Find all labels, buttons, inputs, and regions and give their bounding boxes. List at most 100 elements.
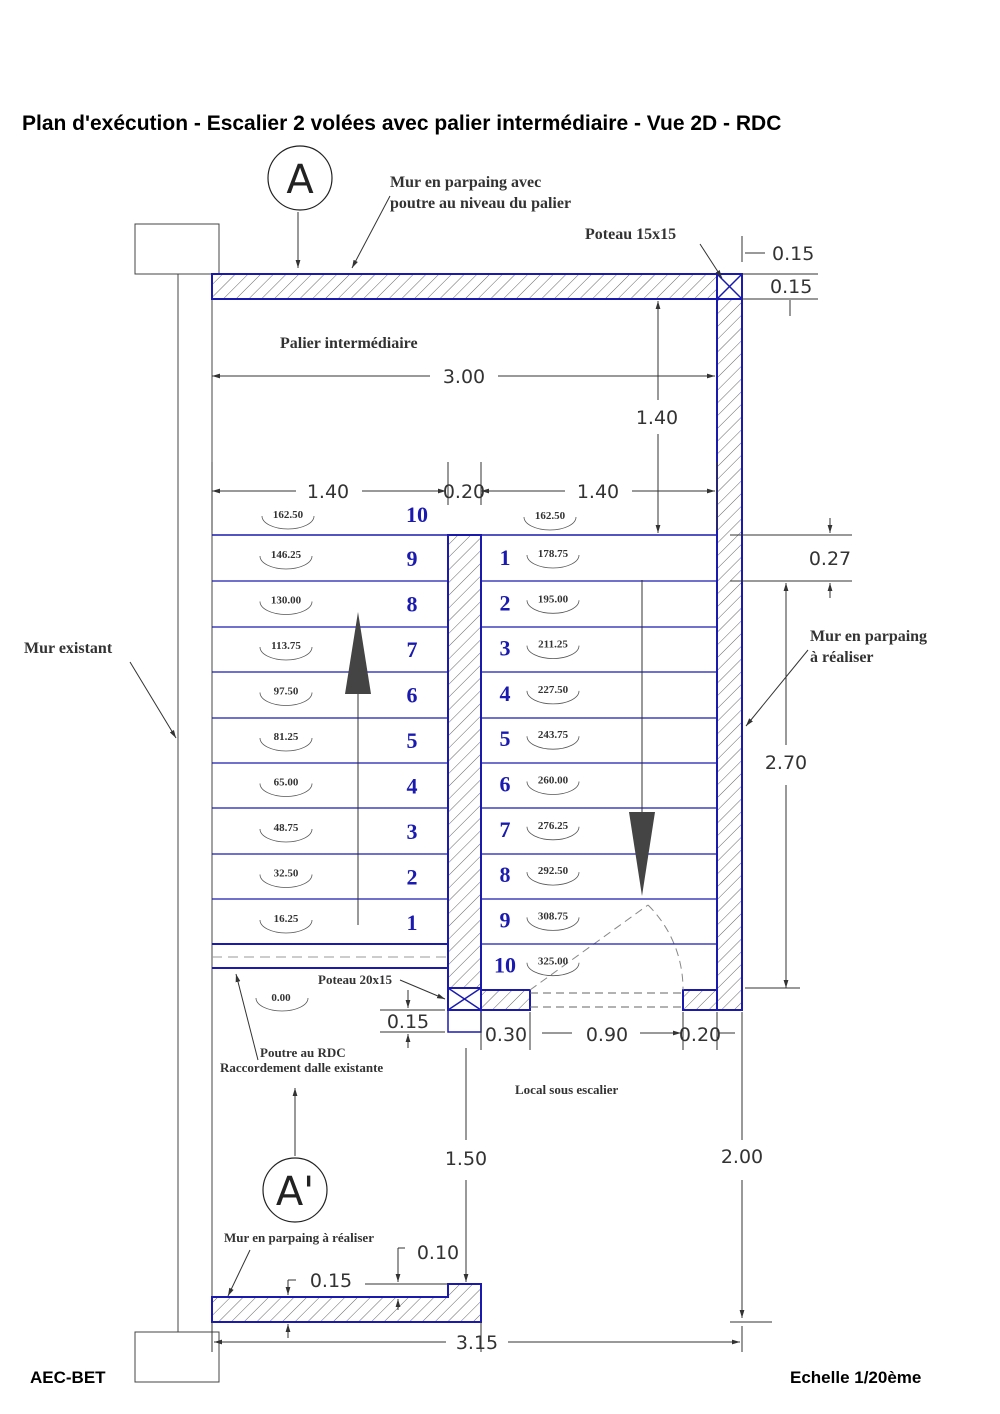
svg-text:162.50: 162.50 [273,509,304,521]
level-label: 16.25 [259,913,313,934]
note-post-mid: Poteau 20x15 [318,972,393,987]
svg-text:97.50: 97.50 [274,686,299,698]
level-label: 65.00 [259,777,313,797]
step-number: 8 [407,592,418,617]
svg-text:227.50: 227.50 [538,684,569,696]
svg-text:146.25: 146.25 [271,549,302,561]
level-label: 162.50 [523,510,577,531]
svg-text:2.70: 2.70 [765,752,807,774]
svg-text:48.75: 48.75 [274,822,299,834]
svg-text:325.00: 325.00 [538,956,569,968]
svg-text:A': A' [276,1169,314,1215]
step-number: 10 [406,502,428,527]
step-number: 4 [407,774,418,799]
svg-text:292.50: 292.50 [538,865,569,877]
step-number: 6 [500,772,511,797]
step-number: 4 [500,681,511,706]
svg-text:1.40: 1.40 [577,481,619,503]
up-arrow [345,612,371,925]
post-20x15 [447,987,482,1033]
level-label: 97.50 [259,686,313,706]
note-wall-top-1: Mur en parpaing avec [390,174,541,191]
note-new-wall-2: à réaliser [810,649,874,666]
svg-text:162.50: 162.50 [535,510,566,522]
svg-text:3: 3 [407,819,418,844]
existing-wall [134,223,220,1383]
post-15x15 [716,273,743,300]
svg-text:0.15: 0.15 [772,243,814,265]
ground-beam [212,943,448,969]
note-existing-wall: Mur existant [24,640,113,657]
svg-text:3.00: 3.00 [443,366,485,388]
svg-text:2: 2 [500,590,511,615]
step-number: 5 [500,726,511,751]
right-flight: 1 178.75 2 195.00 3 211.25 4 227.50 5 243.75 6 260.… [481,545,717,978]
svg-text:243.75: 243.75 [538,729,569,741]
svg-text:4: 4 [407,774,418,799]
top-wall [211,273,718,300]
step-number: 9 [500,907,511,932]
svg-text:130.00: 130.00 [271,595,302,607]
svg-text:32.50: 32.50 [274,868,299,880]
svg-text:81.25: 81.25 [274,731,299,743]
step-number: 3 [500,636,511,661]
step-number: 6 [407,683,418,708]
step-number: 1 [407,910,418,935]
svg-text:0.15: 0.15 [387,1011,429,1033]
svg-text:211.25: 211.25 [538,639,568,651]
svg-text:A: A [286,157,314,203]
svg-text:0.00: 0.00 [271,992,291,1004]
level-label: 292.50 [526,865,580,886]
step-number: 10 [494,953,516,978]
left-flight: 116.25232.50348.75465.00581.25697.507113… [212,546,448,935]
level-label: 81.25 [259,731,313,752]
company-name: AEC-BET [30,1368,106,1387]
svg-text:7: 7 [500,817,511,842]
svg-text:276.25: 276.25 [538,820,569,832]
dimension-labels: 0.15 0.15 3.00 1.40 1.40 0.20 1.40 0.27 … [307,243,851,1354]
svg-text:0.10: 0.10 [417,1242,459,1264]
level-label: 178.75 [526,548,580,569]
svg-text:3.15: 3.15 [456,1332,498,1354]
level-label: 243.75 [526,729,580,750]
note-local: Local sous escalier [515,1082,618,1097]
note-wall-bottom: Mur en parpaing à réaliser [224,1230,374,1245]
note-beam-1: Poutre au RDC [260,1045,346,1060]
step-number: 8 [500,862,511,887]
level-label: 162.50 [261,509,315,530]
note-new-wall-1: Mur en parpaing [810,628,927,645]
section-marker-a-prime: A' [262,1088,328,1223]
step-number: 9 [407,546,418,571]
svg-text:10: 10 [494,953,516,978]
dimension-lines [211,236,852,1352]
step-number: 7 [407,637,418,662]
note-wall-top-2: poutre au niveau du palier [390,195,571,212]
svg-text:1.40: 1.40 [636,407,678,429]
svg-text:16.25: 16.25 [274,913,299,925]
svg-text:0.30: 0.30 [485,1024,527,1046]
svg-text:0.15: 0.15 [310,1270,352,1292]
level-label: 130.00 [259,595,313,615]
step-number: 7 [500,817,511,842]
svg-text:5: 5 [407,728,418,753]
note-post-top: Poteau 15x15 [585,226,676,243]
level-label: 195.00 [526,593,580,614]
level-label: 227.50 [526,684,580,705]
level-label: 211.25 [526,639,580,659]
svg-text:178.75: 178.75 [538,548,569,560]
section-marker-a: A [267,145,333,268]
svg-text:113.75: 113.75 [271,640,301,652]
svg-text:1: 1 [500,545,511,570]
svg-text:0.20: 0.20 [679,1024,721,1046]
step-number: 1 [500,545,511,570]
svg-text:9: 9 [407,546,418,571]
svg-text:8: 8 [500,862,511,887]
svg-text:1.50: 1.50 [445,1148,487,1170]
svg-text:0.20: 0.20 [443,481,485,503]
level-label: 325.00 [526,956,580,977]
svg-text:6: 6 [500,772,511,797]
svg-text:4: 4 [500,681,511,706]
note-beam-2: Raccordement dalle existante [220,1060,383,1075]
svg-text:0.15: 0.15 [770,276,812,298]
level-label: 260.00 [526,775,580,795]
